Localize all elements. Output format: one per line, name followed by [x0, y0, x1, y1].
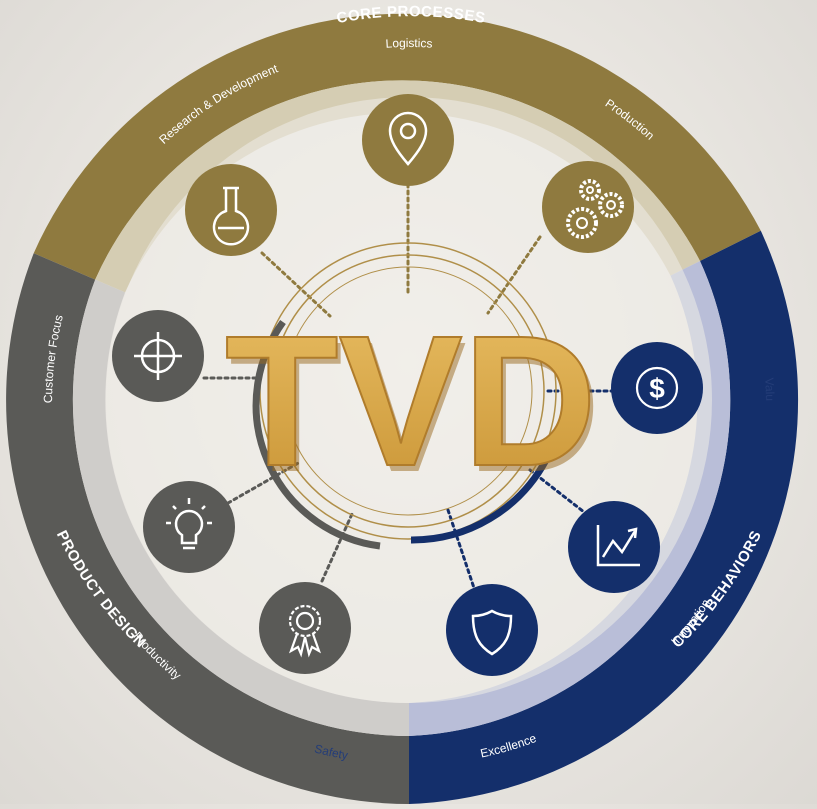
- tvd-logo: TVD TVD: [224, 297, 601, 511]
- core-processes-title: CORE PROCESSES: [335, 3, 487, 27]
- outer-ring: [6, 13, 799, 805]
- location-pin-icon: [362, 94, 454, 186]
- product-design-band: [409, 230, 799, 805]
- dollar-icon: $: [611, 342, 703, 434]
- shield-icon: [446, 584, 538, 676]
- core-behaviors-inner: [72, 279, 409, 736]
- sub-label-logistics: Logistics: [385, 36, 433, 51]
- center-panel: [106, 97, 712, 703]
- lightbulb-icon: [143, 481, 235, 573]
- crosshair-icon: [112, 310, 204, 402]
- svg-text:$: $: [649, 373, 665, 404]
- svg-text:TVD: TVD: [229, 304, 601, 511]
- center-rings: [252, 242, 557, 550]
- core-processes-band: [33, 13, 761, 280]
- gears-icon: [542, 161, 634, 253]
- award-icon: [259, 582, 351, 674]
- flask-icon: [185, 164, 277, 256]
- core-behaviors-band: [6, 253, 410, 804]
- growth-chart-icon: [568, 501, 660, 593]
- product-design-inner: [409, 261, 731, 736]
- logo-text: TVD: [225, 298, 597, 505]
